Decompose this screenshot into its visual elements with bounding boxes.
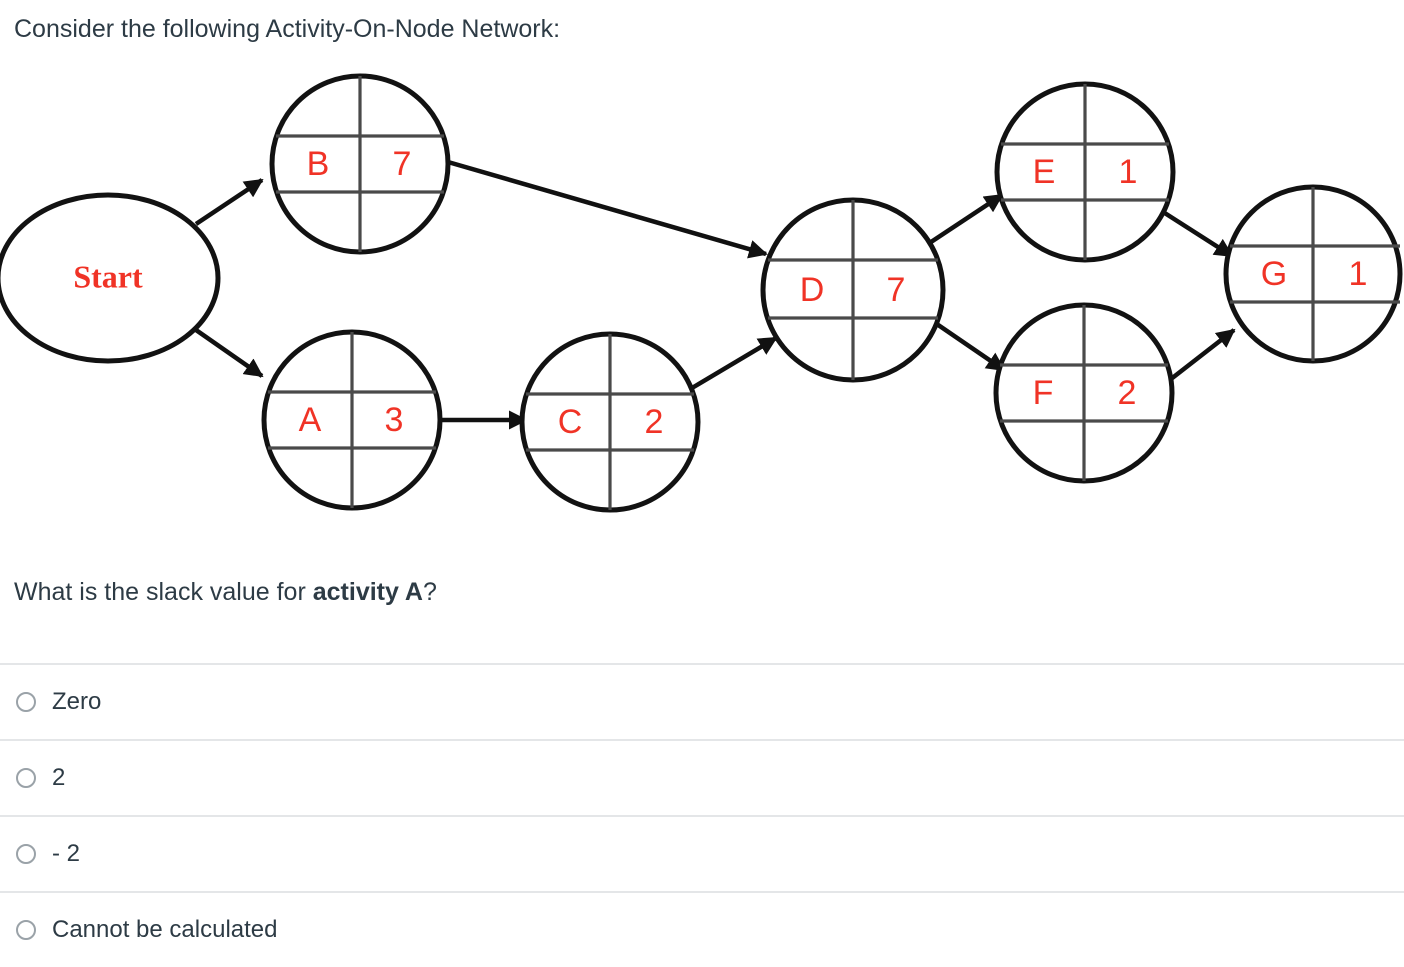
prompt-text: Consider the following Activity-On-Node … xyxy=(14,15,561,43)
answer-option-minus-2[interactable]: - 2 xyxy=(0,815,1404,891)
radio-icon[interactable] xyxy=(16,920,36,940)
radio-icon[interactable] xyxy=(16,844,36,864)
edge-start-to-b xyxy=(194,178,264,226)
node-a-label: A xyxy=(299,401,322,439)
edge-start-to-a xyxy=(194,328,264,378)
radio-icon[interactable] xyxy=(16,768,36,788)
node-g-duration: 1 xyxy=(1349,255,1368,293)
node-g: G 1 xyxy=(1223,184,1403,364)
answer-option-cannot-be-calculated[interactable]: Cannot be calculated xyxy=(0,891,1404,967)
node-b: B 7 xyxy=(269,73,451,255)
node-e-duration: 1 xyxy=(1119,153,1138,191)
radio-icon[interactable] xyxy=(16,692,36,712)
node-c-duration: 2 xyxy=(645,403,664,441)
node-c-label: C xyxy=(558,403,583,441)
node-f: F 2 xyxy=(993,302,1175,484)
node-a-duration: 3 xyxy=(385,401,404,439)
node-d-duration: 7 xyxy=(887,271,906,309)
node-g-label: G xyxy=(1261,255,1287,293)
edge-c-to-d xyxy=(690,336,778,390)
node-b-duration: 7 xyxy=(393,145,412,183)
question-suffix: ? xyxy=(422,578,437,606)
edge-e-to-g xyxy=(1158,208,1234,258)
answer-label: Cannot be calculated xyxy=(52,916,278,943)
question-prefix: What is the slack value for xyxy=(14,578,313,606)
activity-on-node-network-diagram: Start B 7 A 3 C 2 xyxy=(0,58,1404,548)
node-d: D 7 xyxy=(760,197,946,383)
node-start: Start xyxy=(0,192,221,364)
answer-option-zero[interactable]: Zero xyxy=(0,663,1404,739)
answer-option-2[interactable]: 2 xyxy=(0,739,1404,815)
node-b-label: B xyxy=(307,145,330,183)
edge-d-to-f xyxy=(926,316,1006,372)
node-e-label: E xyxy=(1033,153,1056,191)
edge-f-to-g xyxy=(1160,328,1236,388)
answer-label: Zero xyxy=(52,688,102,715)
node-a: A 3 xyxy=(261,329,443,511)
question-text: What is the slack value for activity A? xyxy=(14,575,437,609)
node-c: C 2 xyxy=(519,331,701,513)
answer-label: - 2 xyxy=(52,840,81,867)
answer-options-list: Zero 2 - 2 Cannot be calculated xyxy=(0,663,1404,967)
node-e: E 1 xyxy=(994,81,1176,263)
node-d-label: D xyxy=(800,271,825,309)
edge-b-to-d xyxy=(447,159,768,259)
question-emphasis: activity A xyxy=(312,578,423,606)
node-f-duration: 2 xyxy=(1118,374,1137,412)
edge-d-to-e xyxy=(926,193,1004,246)
node-f-label: F xyxy=(1033,374,1054,412)
node-start-label: Start xyxy=(73,258,143,294)
answer-label: 2 xyxy=(52,764,66,791)
